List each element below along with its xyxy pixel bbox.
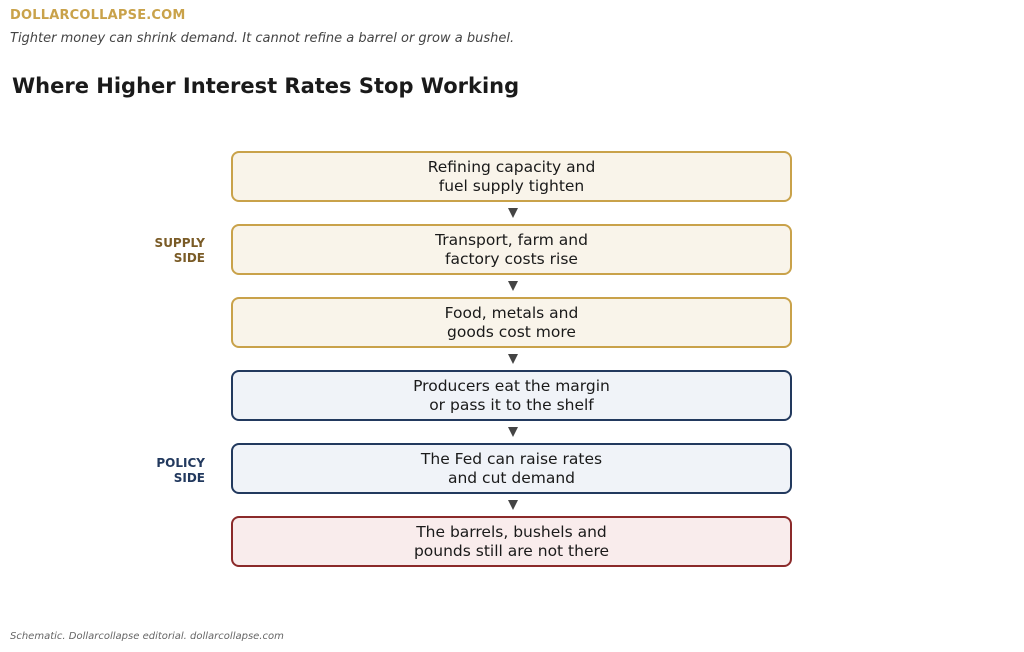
- flow-step-text: or pass it to the shelf: [429, 395, 594, 414]
- flow-step-text: The Fed can raise rates: [420, 449, 603, 468]
- tagline: Tighter money can shrink demand. It cann…: [10, 31, 515, 46]
- flow-step-producers-margin: Producers eat the margin or pass it to t…: [231, 370, 792, 421]
- supply-side-label-line1: SUPPLY: [154, 236, 205, 250]
- supply-side-label: SUPPLY SIDE: [85, 236, 205, 266]
- flow-step-supply-not-there: The barrels, bushels and pounds still ar…: [231, 516, 792, 567]
- flow-step-refining-capacity: Refining capacity and fuel supply tighte…: [231, 151, 792, 202]
- flow-step-text: Producers eat the margin: [413, 376, 610, 395]
- flow-step-text: factory costs rise: [445, 249, 578, 268]
- flow-step-text: Refining capacity and: [427, 157, 596, 176]
- flow-step-text: Transport, farm and: [435, 230, 588, 249]
- policy-side-label-line2: SIDE: [173, 471, 205, 485]
- flow-step-fed-raise-rates: The Fed can raise rates and cut demand: [231, 443, 792, 494]
- down-arrow-icon: [508, 281, 518, 291]
- flow-step-transport-costs: Transport, farm and factory costs rise: [231, 224, 792, 275]
- flow-step-text: fuel supply tighten: [438, 176, 585, 195]
- down-arrow-icon: [508, 208, 518, 218]
- flow-step-text: goods cost more: [447, 322, 576, 341]
- policy-side-label: POLICY SIDE: [85, 456, 205, 486]
- down-arrow-icon: [508, 354, 518, 364]
- flow-step-text: and cut demand: [447, 468, 576, 487]
- brand-name[interactable]: DOLLARCOLLAPSE.COM: [10, 8, 186, 23]
- flow-step-food-metals-goods: Food, metals and goods cost more: [231, 297, 792, 348]
- flow-step-text: Food, metals and: [444, 303, 579, 322]
- policy-side-label-line1: POLICY: [156, 456, 205, 470]
- down-arrow-icon: [508, 500, 518, 510]
- page-title: Where Higher Interest Rates Stop Working: [12, 74, 520, 98]
- flow-step-text: pounds still are not there: [413, 541, 610, 560]
- flow-step-text: The barrels, bushels and: [416, 522, 607, 541]
- supply-side-label-line2: SIDE: [173, 251, 205, 265]
- source-footer: Schematic. Dollarcollapse editorial. dol…: [10, 631, 284, 642]
- down-arrow-icon: [508, 427, 518, 437]
